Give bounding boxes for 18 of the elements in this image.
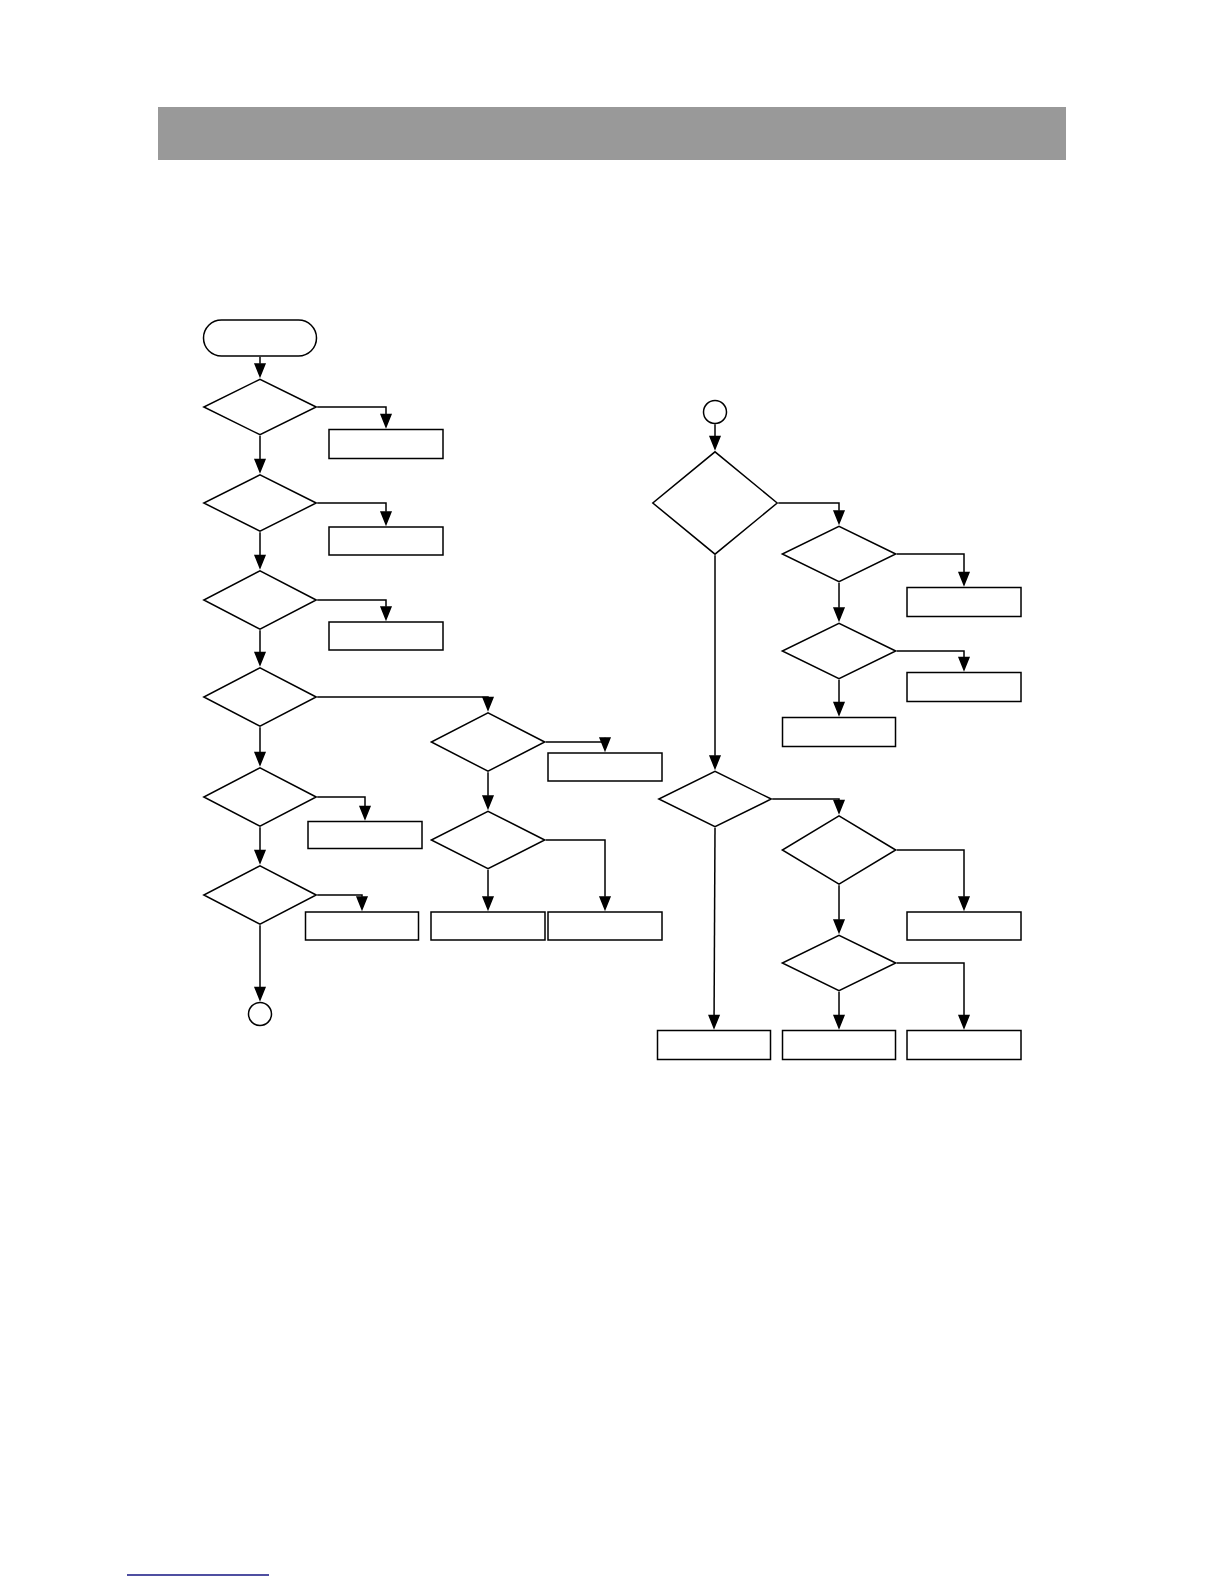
process-box <box>656 1029 772 1061</box>
process-box <box>906 586 1022 618</box>
process-box <box>781 716 897 748</box>
process-box <box>328 526 444 556</box>
process-box <box>781 1029 897 1061</box>
process-box <box>906 671 1022 703</box>
process-box <box>547 911 663 941</box>
process-box <box>304 911 420 941</box>
process-box <box>328 428 444 460</box>
process-box <box>547 752 663 782</box>
process-box <box>430 911 546 941</box>
connector-circle <box>702 399 728 425</box>
process-box <box>328 621 444 651</box>
process-box <box>906 911 1022 941</box>
connector-circle <box>247 1001 273 1027</box>
process-box <box>906 1029 1022 1061</box>
process-box <box>307 820 423 850</box>
terminal-shape <box>202 319 318 357</box>
